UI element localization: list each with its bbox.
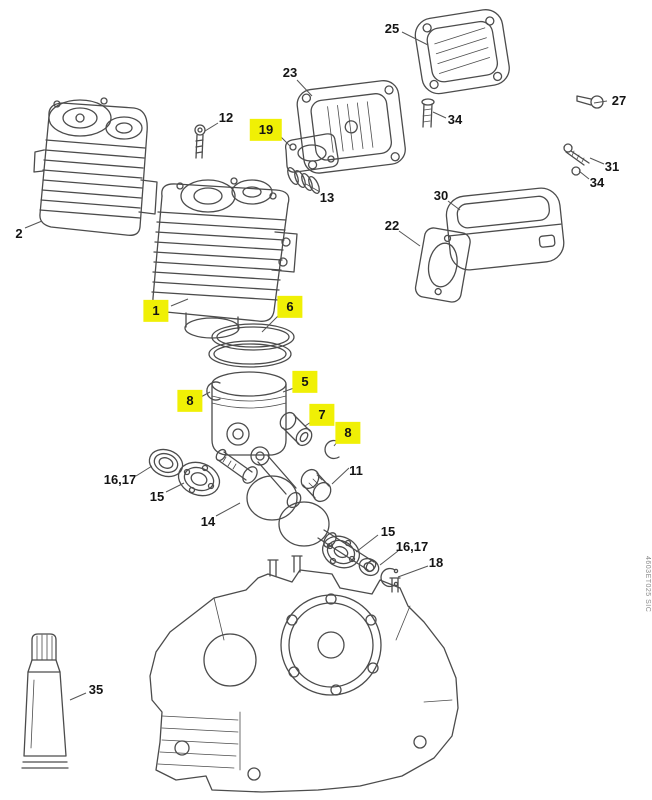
part-callout-7[interactable]: 7 [309,403,335,427]
bearing-15a-drawing [177,461,221,497]
wrist-pin-7-drawing [279,411,313,447]
crankshaft-14-drawing [215,446,377,573]
muffler-shell-23-drawing [296,80,406,174]
screw-31-34b-drawing [563,143,590,176]
part-callout-1[interactable]: 1 [143,299,169,323]
washer-16-17a-drawing [148,448,184,478]
circlip-8b-drawing [324,439,340,460]
cylinder-2-drawing [33,97,158,236]
part-callout-18[interactable]: 18 [428,554,444,570]
part-callout-25[interactable]: 25 [384,20,400,36]
part-callout-14[interactable]: 14 [200,513,216,529]
part-callout-34a[interactable]: 34 [447,111,463,127]
muffler-cover-25-drawing [414,9,510,95]
screw-34a-drawing [421,98,435,128]
part-callout-16_17b[interactable]: 16,17 [395,538,429,554]
washer-16-17b-drawing [358,557,380,577]
part-callout-8a[interactable]: 8 [177,389,203,413]
needle-cage-11-drawing [300,468,332,503]
part-callout-19[interactable]: 19 [249,118,283,142]
crankcase-drawing [149,555,459,793]
part-callout-23[interactable]: 23 [282,64,298,80]
screw-12-drawing [194,124,206,159]
part-callout-22[interactable]: 22 [384,217,400,233]
drawing-number-watermark: 4603ET025 SIC [644,556,651,613]
cylinder-1-drawing [151,177,298,339]
piston-rings-6-drawing [208,323,295,368]
piston-5-drawing [211,371,287,456]
part-callout-15b[interactable]: 15 [380,523,396,539]
part-callout-15a[interactable]: 15 [149,488,165,504]
part-callout-5[interactable]: 5 [292,370,318,394]
bearing-15b-drawing [322,535,360,569]
muffler-30-drawing [445,187,565,271]
part-callout-13[interactable]: 13 [319,189,335,205]
part-callout-31[interactable]: 31 [604,158,620,174]
circlip-8a-drawing [206,381,221,401]
part-callout-8b[interactable]: 8 [335,421,361,445]
part-callout-6[interactable]: 6 [277,295,303,319]
part-callout-27[interactable]: 27 [611,92,627,108]
sealant-tube-35-drawing [21,633,69,769]
part-callout-16_17a[interactable]: 16,17 [103,471,137,487]
part-callout-12[interactable]: 12 [218,109,234,125]
gasket-22-drawing [414,227,471,303]
part-callout-34b[interactable]: 34 [589,174,605,190]
part-callout-35[interactable]: 35 [88,681,104,697]
leader-lines [24,31,608,701]
part-callout-11[interactable]: 11 [349,462,363,478]
part-callout-2[interactable]: 2 [15,225,23,241]
part-callout-30[interactable]: 30 [433,187,449,203]
gasket-19-drawing [284,133,339,173]
